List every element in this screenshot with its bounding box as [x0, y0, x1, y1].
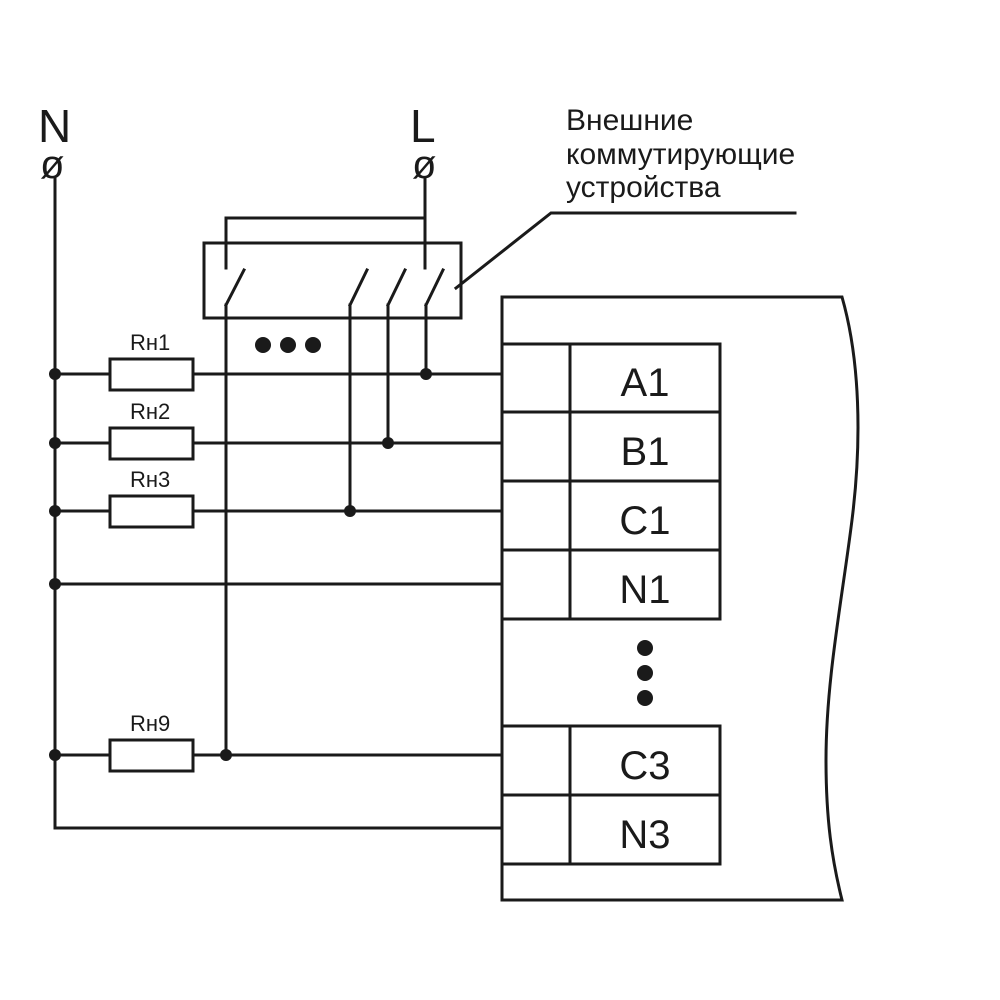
- resistor-rn2: [108, 426, 195, 461]
- terminal-block-upper: A1 B1 C1 N1: [500, 342, 722, 621]
- switch-caption: Внешние коммутирующие устройства: [566, 104, 804, 204]
- resistor-label: Rн2: [130, 399, 170, 424]
- neutral-bus: [53, 176, 504, 830]
- switch-contacts: [223, 241, 446, 308]
- terminal-block-lower: C3 N3: [500, 724, 722, 866]
- resistor-rn1: [108, 357, 195, 392]
- ellipsis-dots-horizontal: [255, 337, 321, 353]
- terminal-b1: B1: [621, 430, 670, 474]
- resistor-rn9: [108, 738, 195, 773]
- switch-contact-1: [423, 267, 446, 308]
- switch-block: [202, 241, 463, 320]
- switch-contact-9: [223, 267, 247, 308]
- neutral-label: N: [38, 100, 71, 152]
- terminal-c3: C3: [619, 744, 670, 788]
- resistor-label: Rн1: [130, 330, 170, 355]
- caption-leader: [453, 211, 797, 291]
- device-housing: [500, 295, 860, 902]
- ellipsis-dots-vertical: [637, 640, 653, 706]
- terminal-a1: A1: [621, 361, 670, 405]
- resistor-label: Rн9: [130, 711, 170, 736]
- resistor-rn3: [108, 494, 195, 529]
- terminal-n3: N3: [619, 813, 670, 857]
- neutral-terminal-symbol: ø: [40, 143, 64, 187]
- load-row-1: Rн1: [49, 330, 504, 392]
- switch-contact-3: [347, 267, 370, 308]
- line-label: L: [410, 100, 436, 152]
- load-row-2: Rн2: [49, 399, 504, 461]
- resistor-label: Rн3: [130, 467, 170, 492]
- terminal-c1: C1: [619, 499, 670, 543]
- switch-contact-2: [385, 267, 408, 308]
- load-row-3: Rн3: [49, 467, 504, 529]
- line-feed: [224, 176, 427, 270]
- terminal-n1: N1: [619, 568, 670, 612]
- load-row-9: Rн9: [49, 711, 504, 773]
- neutral-row-n1: [49, 578, 504, 590]
